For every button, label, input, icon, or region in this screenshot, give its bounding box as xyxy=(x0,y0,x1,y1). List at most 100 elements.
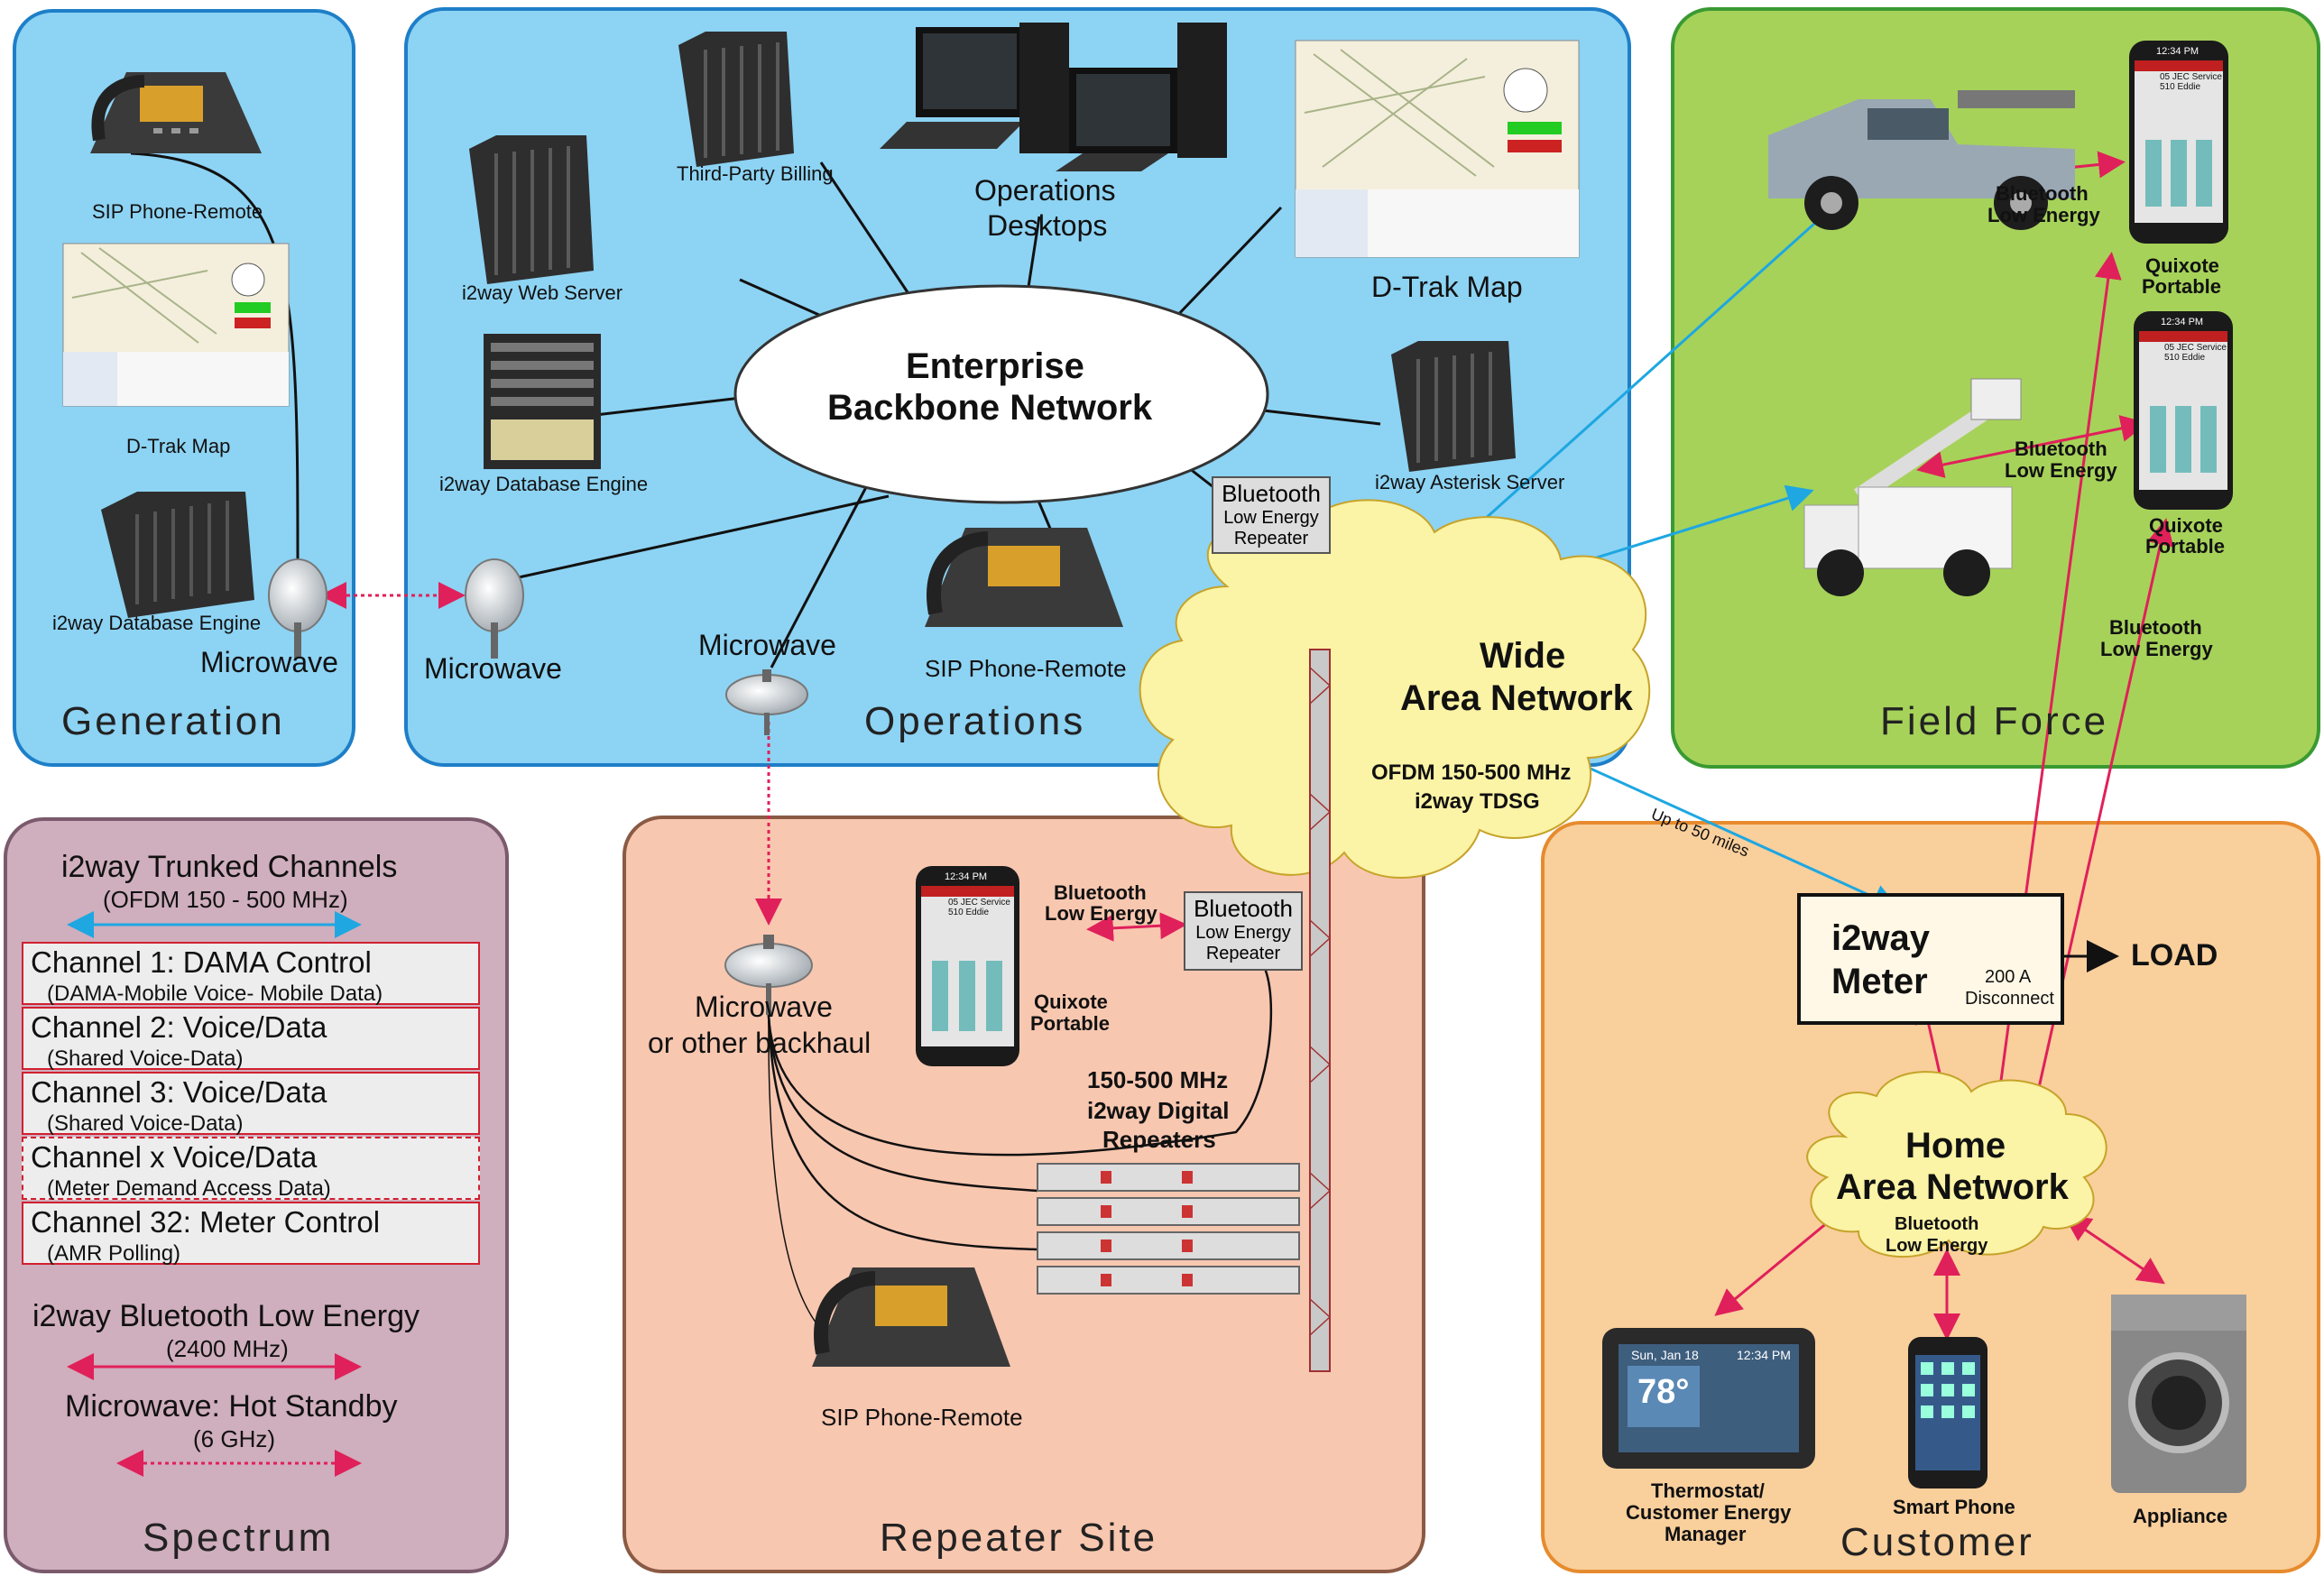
i2way-meter-box xyxy=(1797,893,2064,1025)
repeaters-label-3: Repeaters xyxy=(1102,1126,1216,1153)
zone-generation: Generation xyxy=(61,699,285,743)
generation-microwave-label: Microwave xyxy=(200,646,338,678)
quixote-portable-phone-mid: 12:34 PM 05 JEC Service 510 Eddie xyxy=(2134,311,2233,510)
smart-phone-label: Smart Phone xyxy=(1893,1496,2015,1518)
phone-line1: 05 JEC Service xyxy=(2164,343,2227,353)
desk-phone-icon xyxy=(925,528,1123,627)
disconnect-label-1: 200 A xyxy=(1985,967,2032,987)
zone-operations: Operations xyxy=(864,699,1086,743)
ble-repeater-site: Bluetooth Low Energy Repeater xyxy=(1184,891,1303,971)
ble-repeater-line2: Low Energy xyxy=(1195,923,1291,943)
field-portable-top-2: Portable xyxy=(2142,275,2222,298)
third-party-billing-label: Third-Party Billing xyxy=(677,162,834,185)
disconnect-label-2: Disconnect xyxy=(1965,989,2054,1009)
operations-sip-phone-label: SIP Phone-Remote xyxy=(925,655,1127,682)
repeater-microwave-label-2: or other backhaul xyxy=(648,1027,872,1059)
channel-name: Channel 2: Voice/Data xyxy=(31,1010,327,1044)
repeater-sip-phone-label: SIP Phone-Remote xyxy=(821,1404,1023,1431)
microwave-dish-icon xyxy=(465,558,524,659)
channel-desc: (Shared Voice-Data) xyxy=(47,1046,244,1071)
wan-ofdm-2: i2way TDSG xyxy=(1415,789,1540,814)
han-title-1: Home xyxy=(1905,1126,2006,1166)
channel-row: Channel 2: Voice/Data (Shared Voice-Data… xyxy=(22,1007,480,1071)
phone-line2: 510 Eddie xyxy=(2160,82,2201,92)
server-icon xyxy=(101,492,254,618)
ble-repeater-line3: Repeater xyxy=(1205,944,1281,963)
wan-ofdm-1: OFDM 150-500 MHz xyxy=(1371,760,1572,785)
spectrum-mw-title: Microwave: Hot Standby xyxy=(65,1389,398,1424)
thermostat-label-1: Thermostat/ xyxy=(1651,1479,1765,1502)
channel-desc: (Shared Voice-Data) xyxy=(47,1111,244,1136)
bucket-truck-icon xyxy=(1803,378,2022,596)
washing-machine-icon xyxy=(2111,1295,2246,1493)
phone-time: 12:34 PM xyxy=(945,871,988,882)
han-ble-1: Bluetooth xyxy=(1895,1214,1979,1234)
map-screenshot xyxy=(62,243,290,407)
wan-title-1: Wide xyxy=(1480,636,1566,676)
microwave-dish-icon xyxy=(724,935,813,1015)
map-screenshot xyxy=(1295,40,1580,258)
operations-microwave-bottom-label: Microwave xyxy=(698,629,836,661)
thermostat-label-3: Manager xyxy=(1665,1523,1747,1545)
desk-phone-icon xyxy=(812,1267,1010,1367)
repeater-microwave-label-1: Microwave xyxy=(695,991,833,1023)
channel-name: Channel 3: Voice/Data xyxy=(31,1075,327,1109)
phone-line1: 05 JEC Service xyxy=(948,898,1010,908)
repeater-rack-icon xyxy=(1037,1163,1300,1295)
zone-field-force: Field Force xyxy=(1880,699,2109,743)
han-ble-2: Low Energy xyxy=(1886,1236,1988,1256)
backbone-label-1: Enterprise xyxy=(906,346,1084,386)
phone-line2: 510 Eddie xyxy=(948,908,990,917)
ble-repeater-line2: Low Energy xyxy=(1223,508,1319,528)
channel-row: Channel 32: Meter Control (AMR Polling) xyxy=(22,1202,480,1266)
backbone-label-2: Backbone Network xyxy=(827,388,1153,428)
pickup-truck-icon xyxy=(1768,90,2075,230)
server-icon xyxy=(678,32,794,167)
zone-customer: Customer xyxy=(1840,1520,2034,1564)
appliance-label: Appliance xyxy=(2133,1505,2228,1527)
spectrum-trunked-title: i2way Trunked Channels xyxy=(61,850,398,884)
microwave-dish-icon xyxy=(725,669,808,735)
channel-desc: (Meter Demand Access Data) xyxy=(47,1176,331,1201)
ble-repeater-line1: Bluetooth xyxy=(1194,895,1293,922)
operations-desktops-label-2: Desktops xyxy=(987,209,1108,242)
zone-repeater-site: Repeater Site xyxy=(880,1516,1158,1560)
repeater-portable-label-1: Quixote xyxy=(1034,991,1108,1013)
ble-repeater-line1: Bluetooth xyxy=(1222,480,1321,507)
field-portable-mid-1: Quixote xyxy=(2149,514,2223,537)
enterprise-backbone-ellipse xyxy=(733,284,1269,504)
channel-desc: (DAMA-Mobile Voice- Mobile Data) xyxy=(47,982,383,1006)
generation-db-engine-label: i2way Database Engine xyxy=(52,612,262,634)
channel-name: Channel 1: DAMA Control xyxy=(31,945,372,979)
spectrum-trunked-sub: (OFDM 150 - 500 MHz) xyxy=(103,886,348,913)
operations-dtrak-map-label: D-Trak Map xyxy=(1371,271,1523,303)
operations-db-engine-label: i2way Database Engine xyxy=(439,473,649,495)
channel-row: Channel 3: Voice/Data (Shared Voice-Data… xyxy=(22,1072,480,1136)
phone-time: 12:34 PM xyxy=(2156,46,2200,57)
radio-tower-icon xyxy=(1309,649,1331,1372)
web-server-label: i2way Web Server xyxy=(462,281,623,304)
load-label: LOAD xyxy=(2131,938,2218,972)
field-ble-top-1: Bluetooth xyxy=(1996,182,2089,205)
server-icon xyxy=(469,135,594,284)
field-portable-mid-2: Portable xyxy=(2145,535,2226,558)
spectrum-ble-sub: (2400 MHz) xyxy=(166,1335,289,1362)
thermostat-date: Sun, Jan 18 xyxy=(1631,1348,1699,1362)
repeater-portable-label-2: Portable xyxy=(1030,1012,1111,1035)
meter-label-1: i2way xyxy=(1831,918,1930,958)
phone-line1: 05 JEC Service xyxy=(2160,72,2222,82)
zone-spectrum: Spectrum xyxy=(143,1516,335,1560)
thermostat-time: 12:34 PM xyxy=(1737,1348,1791,1362)
repeater-ble-label-2: Low Energy xyxy=(1045,902,1157,925)
channel-name: Channel 32: Meter Control xyxy=(31,1205,381,1239)
repeater-ble-label-1: Bluetooth xyxy=(1054,881,1147,904)
thermostat-label-2: Customer Energy xyxy=(1626,1501,1792,1524)
ble-repeater-line3: Repeater xyxy=(1233,529,1309,548)
quixote-portable-phone-repeater: 12:34 PM 05 JEC Service 510 Eddie xyxy=(916,866,1019,1066)
field-ble-mid-1: Bluetooth xyxy=(2015,438,2107,460)
asterisk-server-label: i2way Asterisk Server xyxy=(1375,471,1565,493)
repeaters-label-2: i2way Digital xyxy=(1087,1097,1230,1124)
phone-time: 12:34 PM xyxy=(2161,317,2204,327)
database-rack-icon xyxy=(484,334,601,469)
